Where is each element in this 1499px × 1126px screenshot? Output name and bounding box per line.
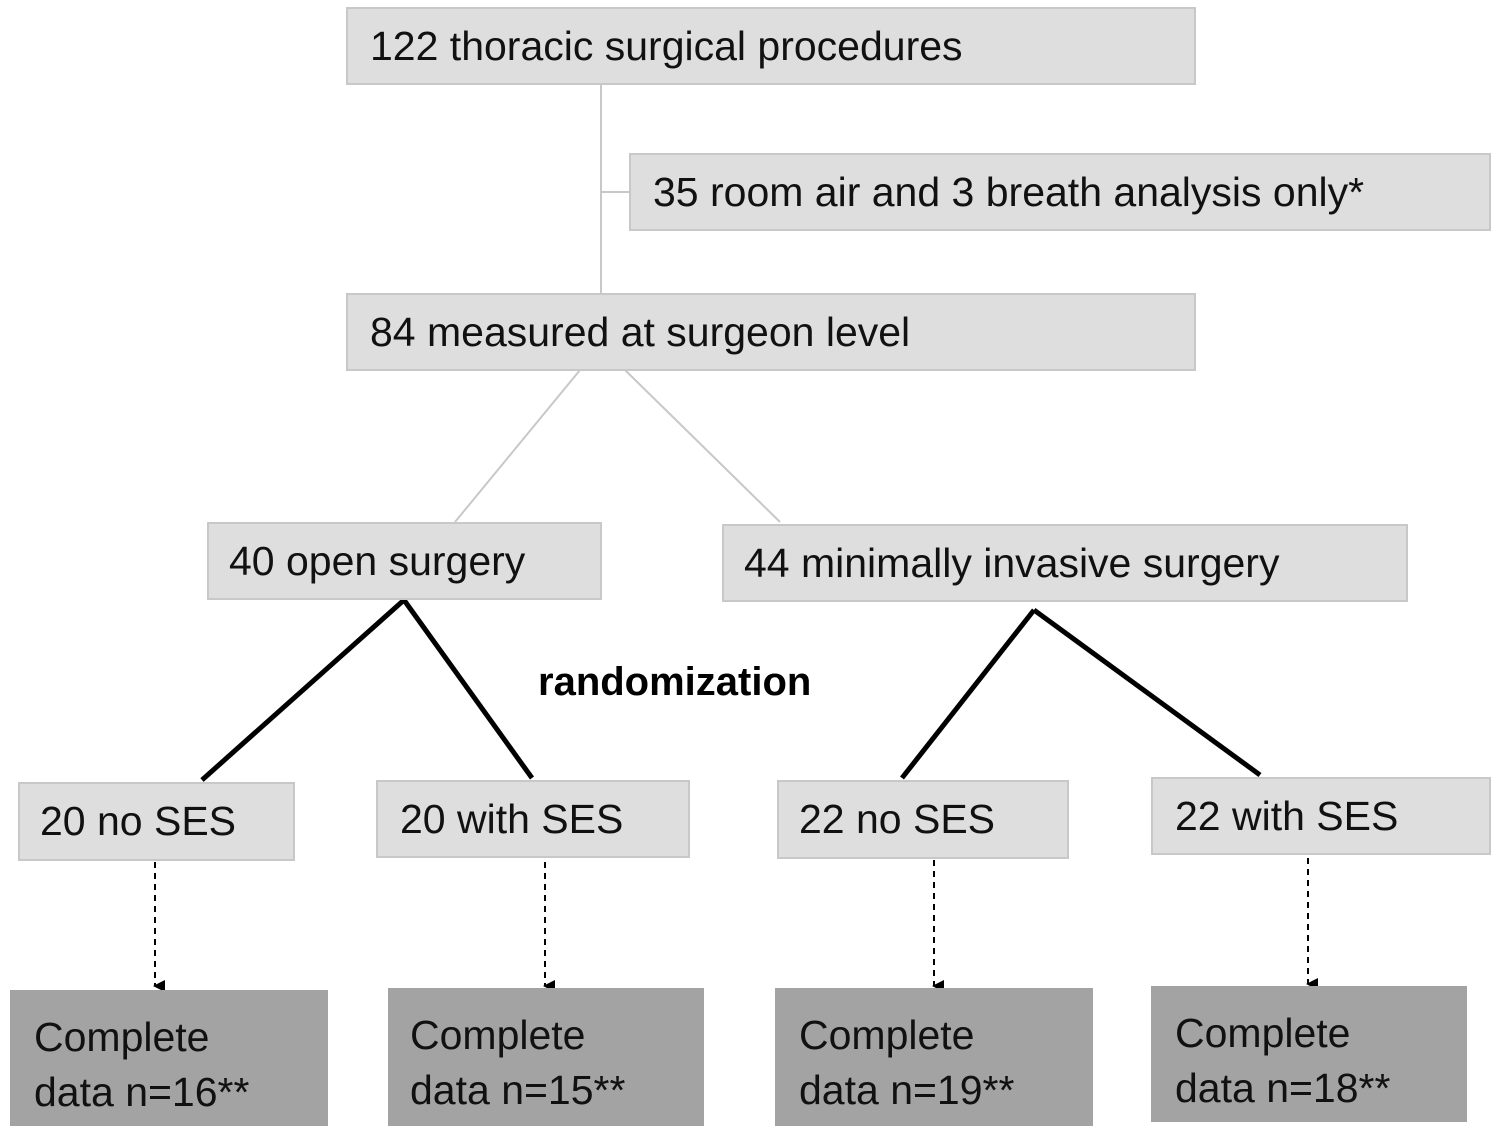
node-minimally-invasive-text: 44 minimally invasive surgery	[744, 539, 1280, 586]
outcome-open-no-ses-line1: Complete	[34, 1014, 210, 1060]
node-open-surgery: 40 open surgery	[207, 522, 602, 600]
node-minimally-invasive: 44 minimally invasive surgery	[722, 524, 1408, 602]
connector-open-to-no-ses	[200, 598, 406, 782]
node-open-no-ses-text: 20 no SES	[40, 798, 237, 844]
node-excluded-text: 35 room air and 3 breath analysis only*	[653, 168, 1365, 215]
node-total-procedures-text: 122 thoracic surgical procedures	[370, 22, 963, 69]
node-open-no-ses: 20 no SES	[18, 782, 295, 861]
node-open-with-ses: 20 with SES	[376, 780, 690, 858]
outcome-open-with-ses-line1: Complete	[410, 1012, 586, 1058]
outcome-mis-no-ses: Complete data n=19**	[775, 988, 1093, 1126]
outcome-mis-no-ses-line2: data n=19**	[799, 1067, 1015, 1113]
randomization-label: randomization	[538, 660, 812, 704]
node-excluded: 35 room air and 3 breath analysis only*	[629, 153, 1491, 231]
connector-measured-to-mis	[624, 369, 781, 523]
outcome-open-with-ses-line2: data n=15**	[410, 1067, 626, 1113]
outcome-mis-with-ses: Complete data n=18**	[1151, 986, 1467, 1122]
node-mis-with-ses: 22 with SES	[1151, 777, 1491, 855]
connector-open-to-with-ses	[401, 598, 535, 780]
node-mis-with-ses-text: 22 with SES	[1175, 792, 1399, 839]
node-open-surgery-text: 40 open surgery	[229, 537, 526, 584]
outcome-mis-no-ses-line1: Complete	[799, 1012, 975, 1058]
node-mis-no-ses-text: 22 no SES	[799, 796, 996, 842]
node-open-with-ses-text: 20 with SES	[400, 795, 624, 842]
outcome-open-no-ses: Complete data n=16**	[10, 990, 328, 1126]
node-total-procedures: 122 thoracic surgical procedures	[346, 7, 1196, 85]
connector-mis-to-with-ses	[1032, 607, 1262, 778]
outcome-open-with-ses: Complete data n=15**	[388, 988, 704, 1126]
node-measured: 84 measured at surgeon level	[346, 293, 1196, 371]
connector-measured-to-open	[454, 369, 581, 523]
outcome-mis-with-ses-line1: Complete	[1175, 1010, 1351, 1056]
outcome-open-no-ses-line2: data n=16**	[34, 1069, 250, 1115]
outcome-mis-with-ses-line2: data n=18**	[1175, 1065, 1391, 1111]
node-mis-no-ses: 22 no SES	[777, 780, 1069, 859]
connector-mis-to-no-ses	[900, 608, 1036, 780]
node-measured-text: 84 measured at surgeon level	[370, 308, 911, 355]
